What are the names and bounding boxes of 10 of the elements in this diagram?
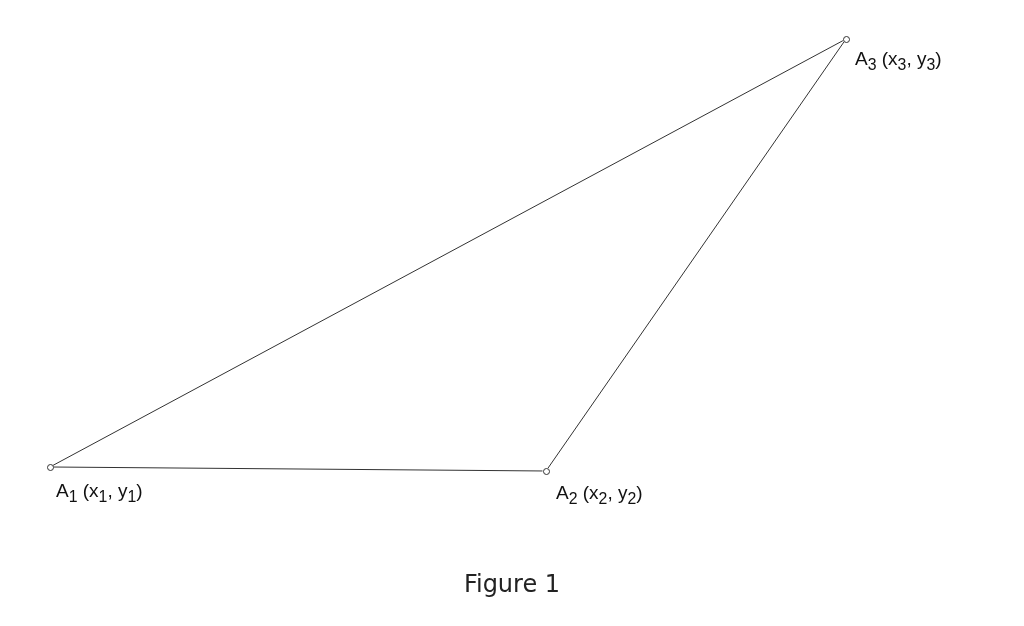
triangle-side (547, 41, 845, 469)
figure-caption: Figure 1 (462, 570, 562, 598)
triangle-side (53, 466, 543, 472)
vertex-label: A$_{1}$ (x$_{1}$, y$_{1}$) (56, 480, 143, 506)
vertex-point (842, 35, 850, 43)
vertex-label: A$_{2}$ (x$_{2}$, y$_{2}$) (556, 482, 643, 508)
vertex-point (46, 463, 54, 471)
vertex-label: A$_{3}$ (x$_{3}$, y$_{3}$) (855, 48, 942, 74)
triangle-side (52, 40, 844, 466)
vertex-point (542, 467, 550, 475)
